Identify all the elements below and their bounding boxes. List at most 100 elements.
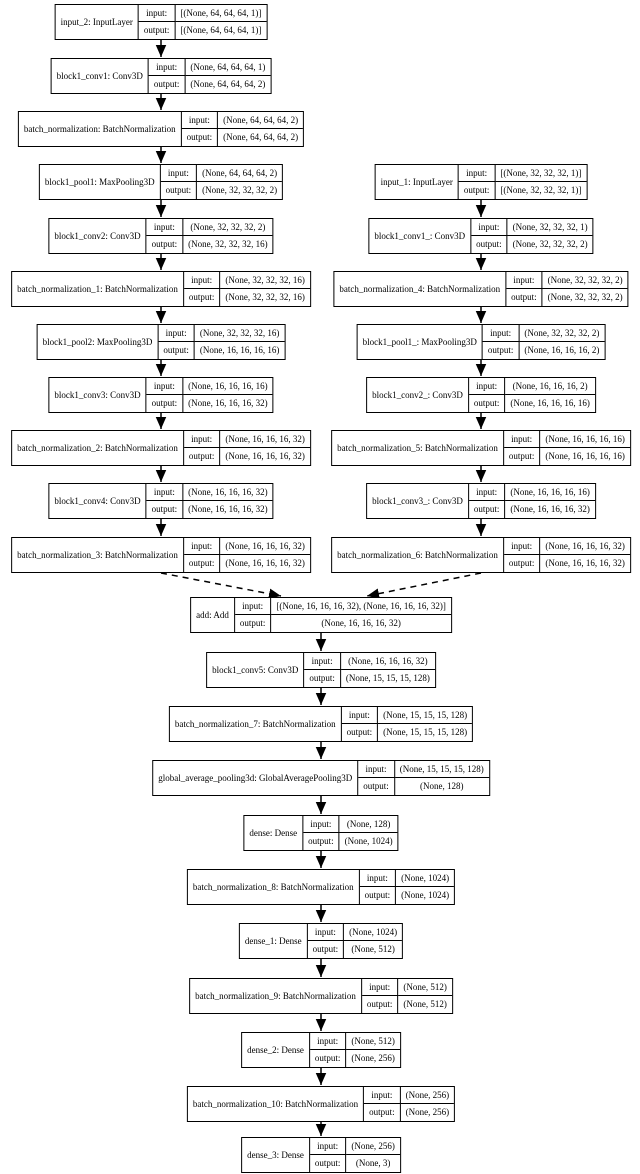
output-shape-value: (None, 16, 16, 16, 32)	[188, 398, 268, 408]
layer-node-block1_conv3_: block1_conv3_: Conv3D input: (None, 16, …	[366, 483, 596, 519]
input-label: input:	[183, 538, 221, 555]
layer-name: batch_normalization_4: BatchNormalizatio…	[334, 272, 507, 306]
output-shape-value: (None, 16, 16, 16, 16)	[510, 398, 590, 408]
input-label: input:	[364, 1087, 401, 1104]
output-shape-value: (None, 32, 32, 32, 16)	[188, 239, 268, 249]
output-label: output:	[483, 342, 520, 359]
input-shape-value: (None, 512)	[346, 1033, 400, 1050]
layer-node-block1_conv1: block1_conv1: Conv3D input: (None, 64, 6…	[50, 58, 272, 94]
input-label: input:	[361, 979, 399, 996]
input-label: input:	[471, 219, 508, 236]
input-shape-value: (None, 15, 15, 15, 128)	[378, 707, 473, 724]
layer-node-input_1: input_1: InputLayer input: [(None, 32, 3…	[374, 164, 588, 200]
output-label: output:	[362, 996, 399, 1013]
layer-node-batch_normalization_3: batch_normalization_3: BatchNormalizatio…	[11, 537, 311, 573]
input-label: input:	[458, 165, 496, 182]
layer-name: batch_normalization_6: BatchNormalizatio…	[332, 538, 504, 572]
layer-name: dense: Dense	[244, 816, 304, 850]
layer-name: block1_pool1_: MaxPooling3D	[358, 325, 483, 359]
input-label: input:	[304, 653, 341, 670]
output-shape-value: (None, 16, 16, 16, 32)	[225, 558, 305, 568]
output-shape-value: (None, 16, 16, 16, 32)	[545, 558, 625, 568]
input-shape-value: (None, 15, 15, 15, 128)	[394, 761, 489, 778]
layer-name: block1_conv3_: Conv3D	[367, 484, 469, 518]
output-shape-value: (None, 15, 15, 15, 128)	[383, 727, 468, 737]
layer-node-batch_normalization_8: batch_normalization_8: BatchNormalizatio…	[186, 869, 456, 905]
layer-name: block1_pool2: MaxPooling3D	[38, 325, 159, 359]
input-shape-value: (None, 64, 64, 64, 2)	[218, 112, 304, 129]
layer-node-add: add: Add input: [(None, 16, 16, 16, 32),…	[190, 597, 452, 633]
input-shape-value: (None, 16, 16, 16, 32)	[220, 538, 310, 555]
layer-node-batch_normalization_6: batch_normalization_6: BatchNormalizatio…	[331, 537, 631, 573]
input-label: input:	[303, 816, 340, 833]
input-label: input:	[183, 272, 221, 289]
input-shape-value: [(None, 32, 32, 32, 1)]	[495, 165, 587, 182]
layer-node-block1_conv1_: block1_conv1_: Conv3D input: (None, 32, …	[368, 218, 594, 254]
output-shape-value: (None, 256)	[351, 1053, 395, 1063]
input-shape-value: (None, 16, 16, 16, 2)	[505, 378, 595, 395]
layer-name: global_average_pooling3d: GlobalAverageP…	[153, 761, 359, 795]
layer-name: dense_1: Dense	[240, 924, 308, 958]
output-label: output:	[310, 1050, 347, 1067]
layer-node-global_average_pooling3d: global_average_pooling3d: GlobalAverageP…	[152, 760, 490, 796]
output-shape-value: (None, 64, 64, 64, 2)	[223, 132, 299, 142]
layer-node-batch_normalization_10: batch_normalization_10: BatchNormalizati…	[186, 1086, 456, 1122]
input-shape-value: (None, 64, 64, 64, 1)	[185, 59, 271, 76]
output-label: output:	[364, 1104, 401, 1121]
input-shape-value: (None, 64, 64, 64, 2)	[197, 165, 283, 182]
layer-node-block1_pool1_: block1_pool1_: MaxPooling3D input: (None…	[356, 324, 606, 360]
layer-name: block1_conv4: Conv3D	[49, 484, 147, 518]
input-label: input:	[482, 325, 520, 342]
layer-node-batch_normalization_1: batch_normalization_1: BatchNormalizatio…	[11, 271, 311, 307]
output-shape-value: (None, 32, 32, 32, 2)	[547, 292, 623, 302]
output-shape-value: (None, 64, 64, 64, 2)	[190, 79, 266, 89]
layer-node-dense_2: dense_2: Dense input: (None, 512) output…	[241, 1032, 401, 1068]
edge-batch_normalization_3-to-add	[160, 572, 282, 599]
output-label: output:	[504, 448, 541, 465]
output-label: output:	[308, 941, 345, 958]
layer-name: block1_conv1_: Conv3D	[369, 219, 472, 253]
input-shape-value: (None, 32, 32, 32, 2)	[183, 219, 273, 236]
input-shape-value: (None, 32, 32, 32, 2)	[542, 272, 628, 289]
layer-name: input_1: InputLayer	[376, 165, 459, 199]
output-shape-value: [(None, 64, 64, 64, 1)]	[180, 25, 262, 35]
layer-name: dense_3: Dense	[242, 1138, 310, 1172]
input-shape-value: (None, 16, 16, 16, 16)	[540, 431, 630, 448]
output-shape-value: (None, 16, 16, 16, 16)	[545, 451, 625, 461]
input-label: input:	[160, 165, 198, 182]
layer-name: batch_normalization_3: BatchNormalizatio…	[12, 538, 184, 572]
input-label: input:	[503, 538, 541, 555]
layer-name: input_2: InputLayer	[56, 5, 139, 39]
output-label: output:	[303, 833, 340, 850]
layer-node-batch_normalization_5: batch_normalization_5: BatchNormalizatio…	[331, 430, 631, 466]
input-label: input:	[468, 378, 506, 395]
layer-name: dense_2: Dense	[242, 1033, 310, 1067]
layer-node-block1_pool1: block1_pool1: MaxPooling3D input: (None,…	[38, 164, 284, 200]
output-label: output:	[139, 22, 176, 39]
output-shape-value: (None, 16, 16, 16, 32)	[225, 451, 305, 461]
output-shape-value: (None, 32, 32, 32, 2)	[512, 239, 588, 249]
input-label: input:	[138, 5, 176, 22]
input-label: input:	[468, 484, 506, 501]
input-shape-value: (None, 32, 32, 32, 16)	[194, 325, 285, 342]
output-label: output:	[147, 236, 184, 253]
output-shape-value: (None, 16, 16, 16, 2)	[524, 345, 600, 355]
layer-node-block1_conv4: block1_conv4: Conv3D input: (None, 16, 1…	[48, 483, 274, 519]
input-label: input:	[148, 59, 186, 76]
input-label: input:	[309, 1138, 347, 1155]
layer-name: batch_normalization_10: BatchNormalizati…	[188, 1087, 365, 1121]
layer-node-batch_normalization_2: batch_normalization_2: BatchNormalizatio…	[11, 430, 311, 466]
layer-node-batch_normalization_4: batch_normalization_4: BatchNormalizatio…	[333, 271, 629, 307]
input-shape-value: (None, 16, 16, 16, 32)	[540, 538, 630, 555]
output-shape-value: (None, 256)	[405, 1107, 450, 1117]
input-shape-value: [(None, 64, 64, 64, 1)]	[175, 5, 267, 22]
layer-node-dense_3: dense_3: Dense input: (None, 256) output…	[241, 1137, 401, 1173]
input-shape-value: (None, 16, 16, 16, 32)	[340, 653, 435, 670]
output-label: output:	[471, 236, 508, 253]
output-label: output:	[147, 395, 184, 412]
output-label: output:	[506, 289, 543, 306]
input-label: input:	[341, 707, 379, 724]
layer-node-block1_conv5: block1_conv5: Conv3D input: (None, 16, 1…	[206, 652, 436, 688]
edge-batch_normalization_6-to-add	[366, 572, 482, 599]
